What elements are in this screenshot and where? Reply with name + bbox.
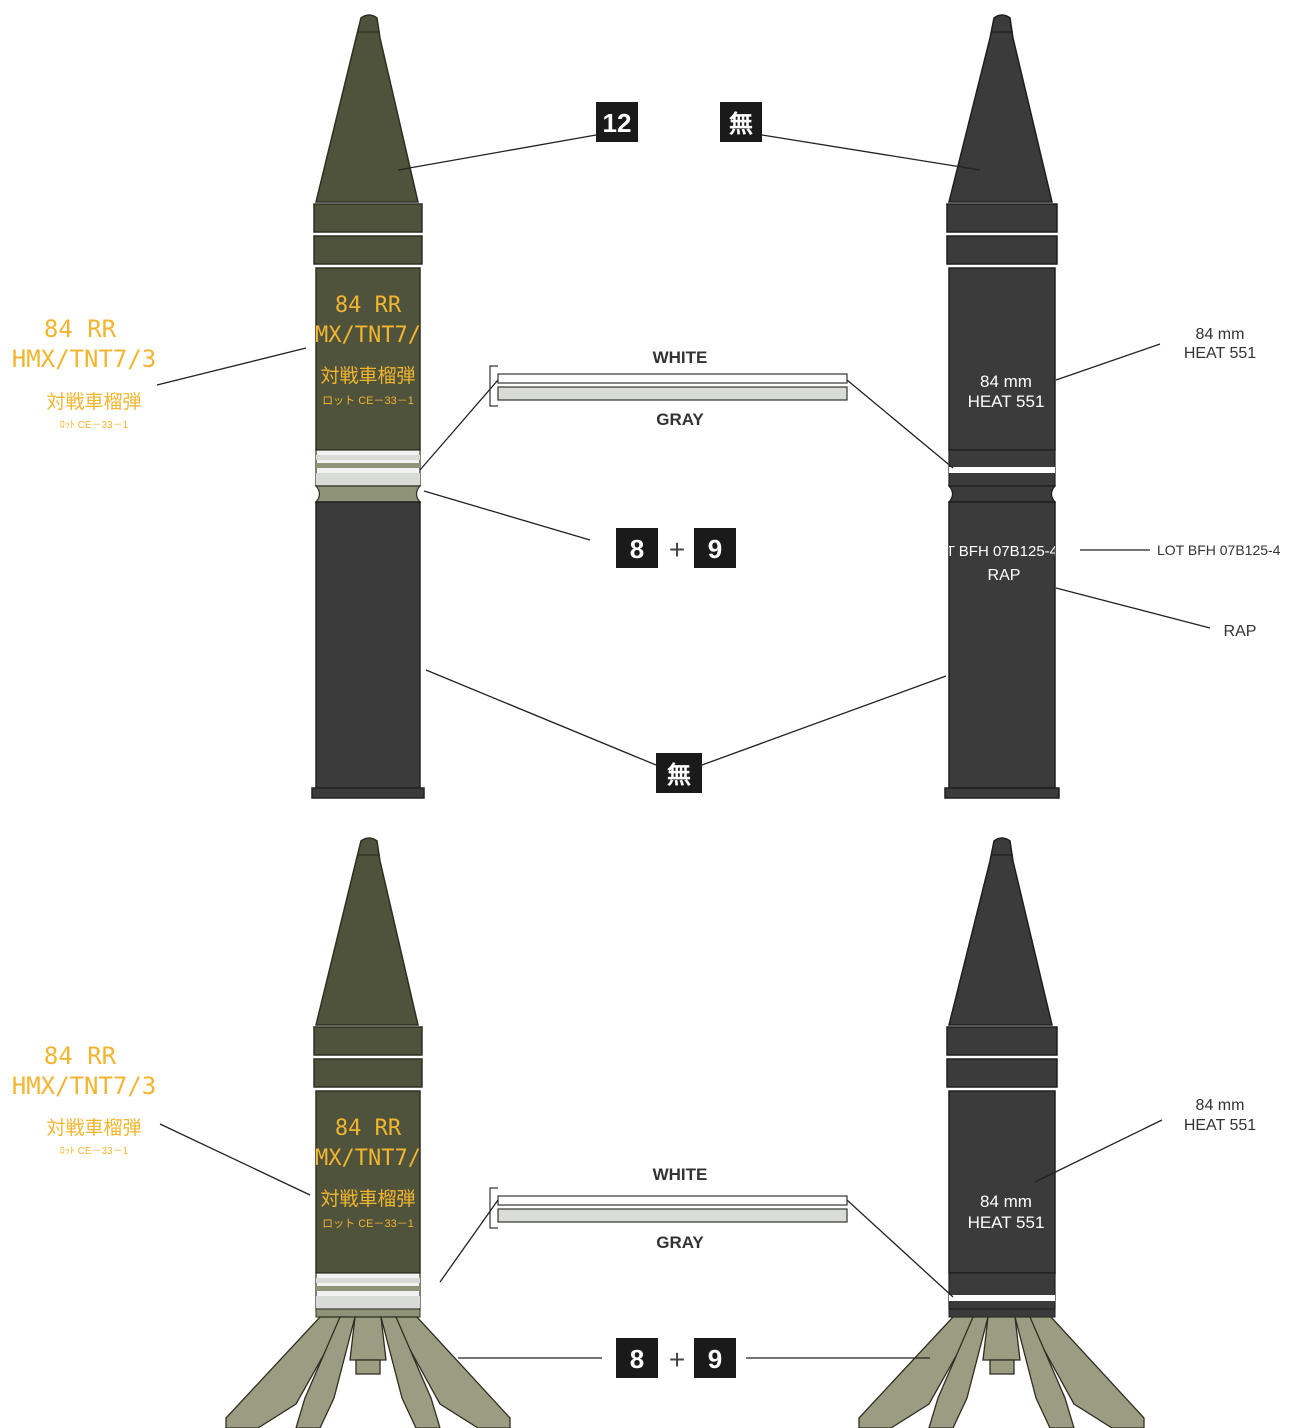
top-right-band-white: [949, 467, 1055, 473]
top-left-callout-2: HMX/TNT7/3: [12, 345, 157, 373]
bottom-left-callout-3: 対戦車榴弾: [46, 1117, 141, 1139]
top-right-ring-1: [946, 203, 1058, 233]
bottom-left-body: [315, 1090, 421, 1274]
top-left-callout-3: 対戦車榴弾: [46, 391, 141, 413]
bottom-marker-plus: +: [669, 1344, 685, 1375]
top-callouts: 12 無 84 RR HMX/TNT7/3 対戦車榴弾 ﾛｯﾄ CE－33－1 …: [12, 102, 1281, 793]
top-right-lot-callout: LOT BFH 07B125-4: [1157, 542, 1281, 558]
top-right-body: [948, 267, 1056, 451]
bottom-left-body-text-1: 84 RR: [335, 1116, 402, 1141]
top-right-body-text-2: HEAT 551: [968, 392, 1045, 411]
bottom-marker-8: 8: [630, 1344, 644, 1374]
bottom-right-fins: [858, 1316, 1145, 1428]
top-right-rap-callout: RAP: [1224, 623, 1257, 640]
bottom-right-round: 84 mm HEAT 551: [858, 837, 1145, 1428]
bottom-marker-9-box: [694, 1338, 736, 1378]
bottom-white-label: WHITE: [653, 1165, 708, 1184]
top-left-nose-marker: 12: [603, 108, 632, 138]
bottom-right-callout-2: HEAT 551: [1184, 1117, 1256, 1134]
bottom-left-callout-4: ﾛｯﾄ CE－33－1: [60, 1146, 129, 1157]
top-left-case: [315, 501, 421, 789]
top-left-ring-1: [313, 203, 423, 233]
top-right-ring-2: [946, 235, 1058, 265]
top-right-body-text-1: 84 mm: [980, 372, 1032, 391]
top-right-waist: [947, 485, 1057, 503]
bottom-left-body-text-3: 対戦車榴弾: [320, 1188, 415, 1210]
top-left-waist: [314, 485, 422, 503]
bottom-right-callout-1: 84 mm: [1196, 1097, 1245, 1114]
top-marker-9-box: [694, 528, 736, 568]
top-gray-label: GRAY: [656, 410, 704, 429]
bottom-marker-9: 9: [708, 1344, 722, 1374]
top-left-body-text-4: ロット CE－33－1: [322, 395, 414, 407]
bottom-right-ring-2: [946, 1058, 1058, 1088]
top-white-swatch: [497, 373, 848, 384]
bottom-left-callout-1: 84 RR: [44, 1042, 117, 1070]
top-right-case: [948, 501, 1056, 789]
top-left-body-text-2: HMX/TNT7/3: [302, 323, 434, 348]
top-right-rap-text: RAP: [988, 567, 1021, 584]
bottom-right-band: [948, 1272, 1056, 1310]
top-right-nose: [948, 14, 1053, 203]
top-right-nose-marker: 無: [729, 110, 753, 138]
top-left-body: [315, 267, 421, 451]
bottom-right-nose: [948, 837, 1053, 1026]
top-right-lot-text: LOT BFH 07B125-4: [926, 543, 1058, 560]
top-marker-plus: +: [669, 534, 685, 565]
top-case-marker-box: [656, 753, 702, 793]
bottom-gray-label: GRAY: [656, 1233, 704, 1252]
bottom-left-ring-1: [313, 1026, 423, 1056]
bottom-left-callout-2: HMX/TNT7/3: [12, 1072, 157, 1100]
top-left-body-text-3: 対戦車榴弾: [320, 365, 415, 387]
top-right-callout-1: 84 mm: [1196, 326, 1245, 343]
top-right-base: [944, 787, 1060, 799]
top-left-body-text-1: 84 RR: [335, 293, 402, 318]
top-white-label: WHITE: [653, 348, 708, 367]
top-left-callout-1: 84 RR: [44, 315, 117, 343]
bottom-right-body-text-2: HEAT 551: [968, 1213, 1045, 1232]
bottom-left-nose: [315, 837, 419, 1026]
top-marker-8: 8: [630, 534, 644, 564]
top-left-nose-marker-box: [596, 102, 638, 142]
bottom-left-body-text-4: ロット CE－33－1: [322, 1218, 414, 1230]
bottom-white-swatch: [497, 1195, 848, 1206]
top-marker-9: 9: [708, 534, 722, 564]
top-left-base: [311, 787, 425, 799]
top-gray-swatch: [497, 386, 848, 401]
bottom-right-ring-1: [946, 1026, 1058, 1056]
bottom-left-body-text-2: HMX/TNT7/3: [302, 1146, 434, 1171]
bottom-gray-swatch: [497, 1208, 848, 1223]
top-right-callout-2: HEAT 551: [1184, 345, 1256, 362]
bottom-right-body: [948, 1090, 1056, 1274]
bottom-callouts: 84 RR HMX/TNT7/3 対戦車榴弾 ﾛｯﾄ CE－33－1 WHITE…: [12, 1042, 1256, 1378]
bottom-left-round: 84 RR HMX/TNT7/3 対戦車榴弾 ロット CE－33－1: [225, 837, 511, 1428]
bottom-right-band-white: [949, 1295, 1055, 1301]
top-left-ring-2: [313, 235, 423, 265]
bottom-left-ring-2: [313, 1058, 423, 1088]
top-left-callout-4: ﾛｯﾄ CE－33－1: [60, 420, 129, 431]
top-case-marker: 無: [667, 761, 691, 789]
top-marker-8-box: [616, 528, 658, 568]
bottom-left-fins: [225, 1316, 511, 1428]
top-left-round: 84 RR HMX/TNT7/3 対戦車榴弾 ロット CE－33－1: [302, 14, 434, 799]
top-left-nose: [315, 14, 419, 203]
bottom-marker-8-box: [616, 1338, 658, 1378]
top-right-round: 84 mm HEAT 551 LOT BFH 07B125-4 RAP: [926, 14, 1060, 799]
top-right-nose-marker-box: [720, 102, 762, 142]
bottom-right-body-text-1: 84 mm: [980, 1192, 1032, 1211]
